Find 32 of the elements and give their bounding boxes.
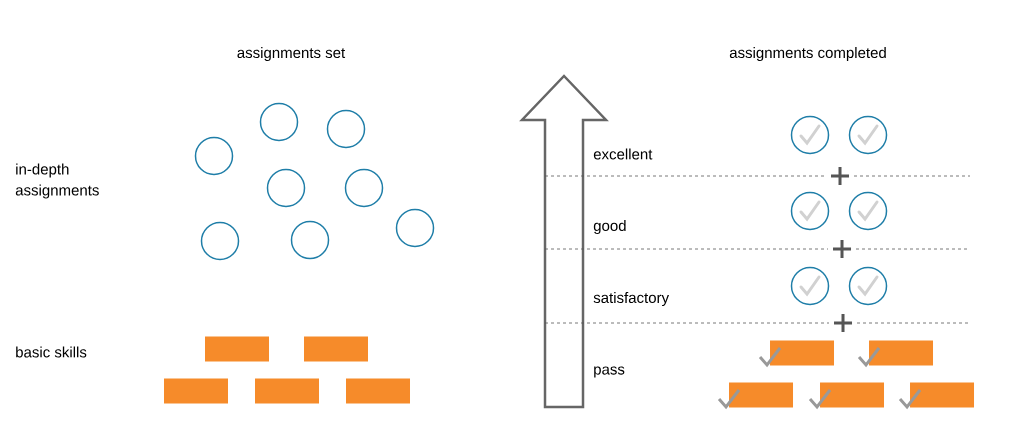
grade-label: good: [593, 220, 626, 234]
checked-block: [808, 382, 884, 410]
checked-block: [758, 340, 834, 368]
checked-circle: [790, 191, 830, 231]
grade-label: pass: [594, 366, 625, 378]
column-heading: assignments set: [237, 47, 346, 61]
checked-block: [717, 382, 793, 410]
grade-label: excellent: [593, 148, 653, 160]
checked-circle: [790, 266, 830, 306]
circle: [266, 168, 306, 208]
circle: [326, 109, 366, 149]
checked-circle: [848, 191, 888, 231]
circle: [344, 168, 384, 208]
checked-block: [898, 382, 974, 410]
circle: [200, 221, 240, 261]
block: [255, 378, 319, 404]
row-label: in-depth assignments: [15, 163, 99, 199]
circle: [395, 208, 435, 248]
checked-circle: [790, 115, 830, 155]
checked-circle: [848, 266, 888, 306]
block: [164, 378, 228, 404]
block: [205, 336, 269, 362]
circle: [194, 136, 234, 176]
circle: [259, 102, 299, 142]
column-heading: assignments completed: [729, 47, 886, 61]
checked-circle: [848, 115, 888, 155]
block: [304, 336, 368, 362]
grade-label: satisfactory: [593, 292, 670, 306]
checked-block: [857, 340, 933, 368]
circle: [290, 220, 330, 260]
block: [346, 378, 410, 404]
row-label: basic skills: [16, 346, 87, 358]
